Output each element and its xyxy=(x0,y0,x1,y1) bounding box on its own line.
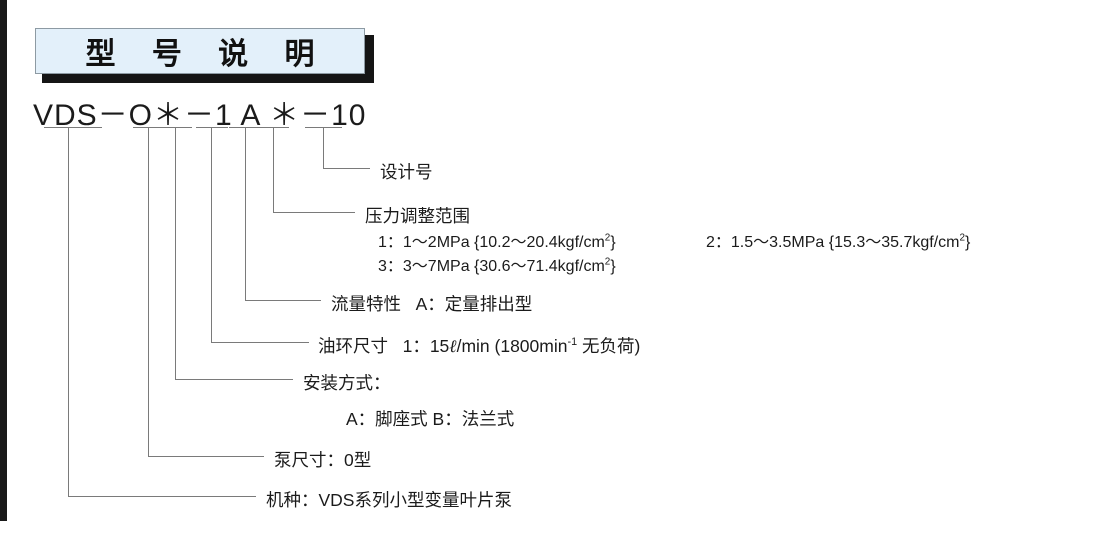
oil-ring-value-sup: -1 xyxy=(567,336,578,349)
leader-vertical-design-number xyxy=(323,127,324,168)
oil-ring-value-mid: /min (1800min xyxy=(456,336,568,356)
leader-horizontal-oil-ring-size xyxy=(211,342,309,343)
title-box: 型 号 说 明 xyxy=(35,28,365,74)
leader-vertical-pressure-range xyxy=(273,127,274,212)
callout-value-flow-characteristic: A：定量排出型 xyxy=(415,294,533,314)
callout-value-mounting-type: A：脚座式 B：法兰式 xyxy=(346,409,515,429)
pressure-option-1: 1：1～2MPa {10.2～20.4kgf/cm2} xyxy=(378,228,616,252)
leader-cap-machine-type xyxy=(44,127,102,128)
page-title: 型 号 说 明 xyxy=(85,38,329,71)
callout-oil-ring-size: 油环尺寸 1：15ℓ/min (1800min-1 无负荷) xyxy=(318,333,640,358)
callout-flow-characteristic: 流量特性 A：定量排出型 xyxy=(331,291,532,316)
pressure-option-2-close: } xyxy=(965,234,971,251)
leader-horizontal-flow-characteristic xyxy=(245,300,321,301)
pressure-option-2-text: 2：1.5～3.5MPa {15.3～35.7kgf/cm xyxy=(706,234,960,251)
callout-label-flow-characteristic: 流量特性 xyxy=(331,294,401,314)
leader-vertical-mounting-type xyxy=(175,127,176,379)
pressure-option-2: 2：1.5～3.5MPa {15.3～35.7kgf/cm2} xyxy=(706,228,970,252)
leader-cap-mounting-type xyxy=(160,127,192,128)
oil-ring-value-post: 无负荷) xyxy=(577,336,641,356)
pressure-option-1-sup: 2 xyxy=(604,232,611,244)
callout-label-pressure-range: 压力调整范围 xyxy=(365,206,470,226)
callout-label-oil-ring-size: 油环尺寸 xyxy=(318,336,388,356)
callout-label-machine-type: 机种：VDS系列小型变量叶片泵 xyxy=(266,490,512,510)
leader-vertical-machine-type xyxy=(68,127,69,496)
callout-label-design-number: 设计号 xyxy=(380,162,433,182)
pressure-option-3: 3：3～7MPa {30.6～71.4kgf/cm2} xyxy=(378,252,616,276)
callout-label-mounting-type: 安装方式： xyxy=(303,373,391,393)
pressure-option-2-sup: 2 xyxy=(959,232,965,244)
leader-horizontal-pressure-range xyxy=(273,212,355,213)
leader-cap-oil-ring-size xyxy=(196,127,228,128)
leader-vertical-flow-characteristic xyxy=(245,127,246,300)
callout-label-pump-size: 泵尺寸：0型 xyxy=(274,450,372,470)
pressure-option-1-close: } xyxy=(610,234,616,251)
pressure-option-1-text: 1：1～2MPa {10.2～20.4kgf/cm xyxy=(378,234,605,251)
oil-ring-value-pre: 1：15 xyxy=(402,336,450,356)
leader-vertical-pump-size xyxy=(148,127,149,456)
litre-symbol: ℓ xyxy=(449,336,457,356)
model-code-text: VDS－O＊－1 A ＊－10 xyxy=(33,99,367,132)
pressure-option-3-close: } xyxy=(610,258,616,275)
leader-horizontal-pump-size xyxy=(148,456,264,457)
page-edge-stripe xyxy=(0,0,7,521)
pressure-option-3-sup: 2 xyxy=(604,256,611,268)
leader-vertical-oil-ring-size xyxy=(211,127,212,342)
leader-cap-pump-size xyxy=(133,127,165,128)
leader-horizontal-design-number xyxy=(323,168,370,169)
leader-horizontal-mounting-type xyxy=(175,379,293,380)
pressure-option-3-text: 3：3～7MPa {30.6～71.4kgf/cm xyxy=(378,258,605,275)
leader-horizontal-machine-type xyxy=(68,496,256,497)
